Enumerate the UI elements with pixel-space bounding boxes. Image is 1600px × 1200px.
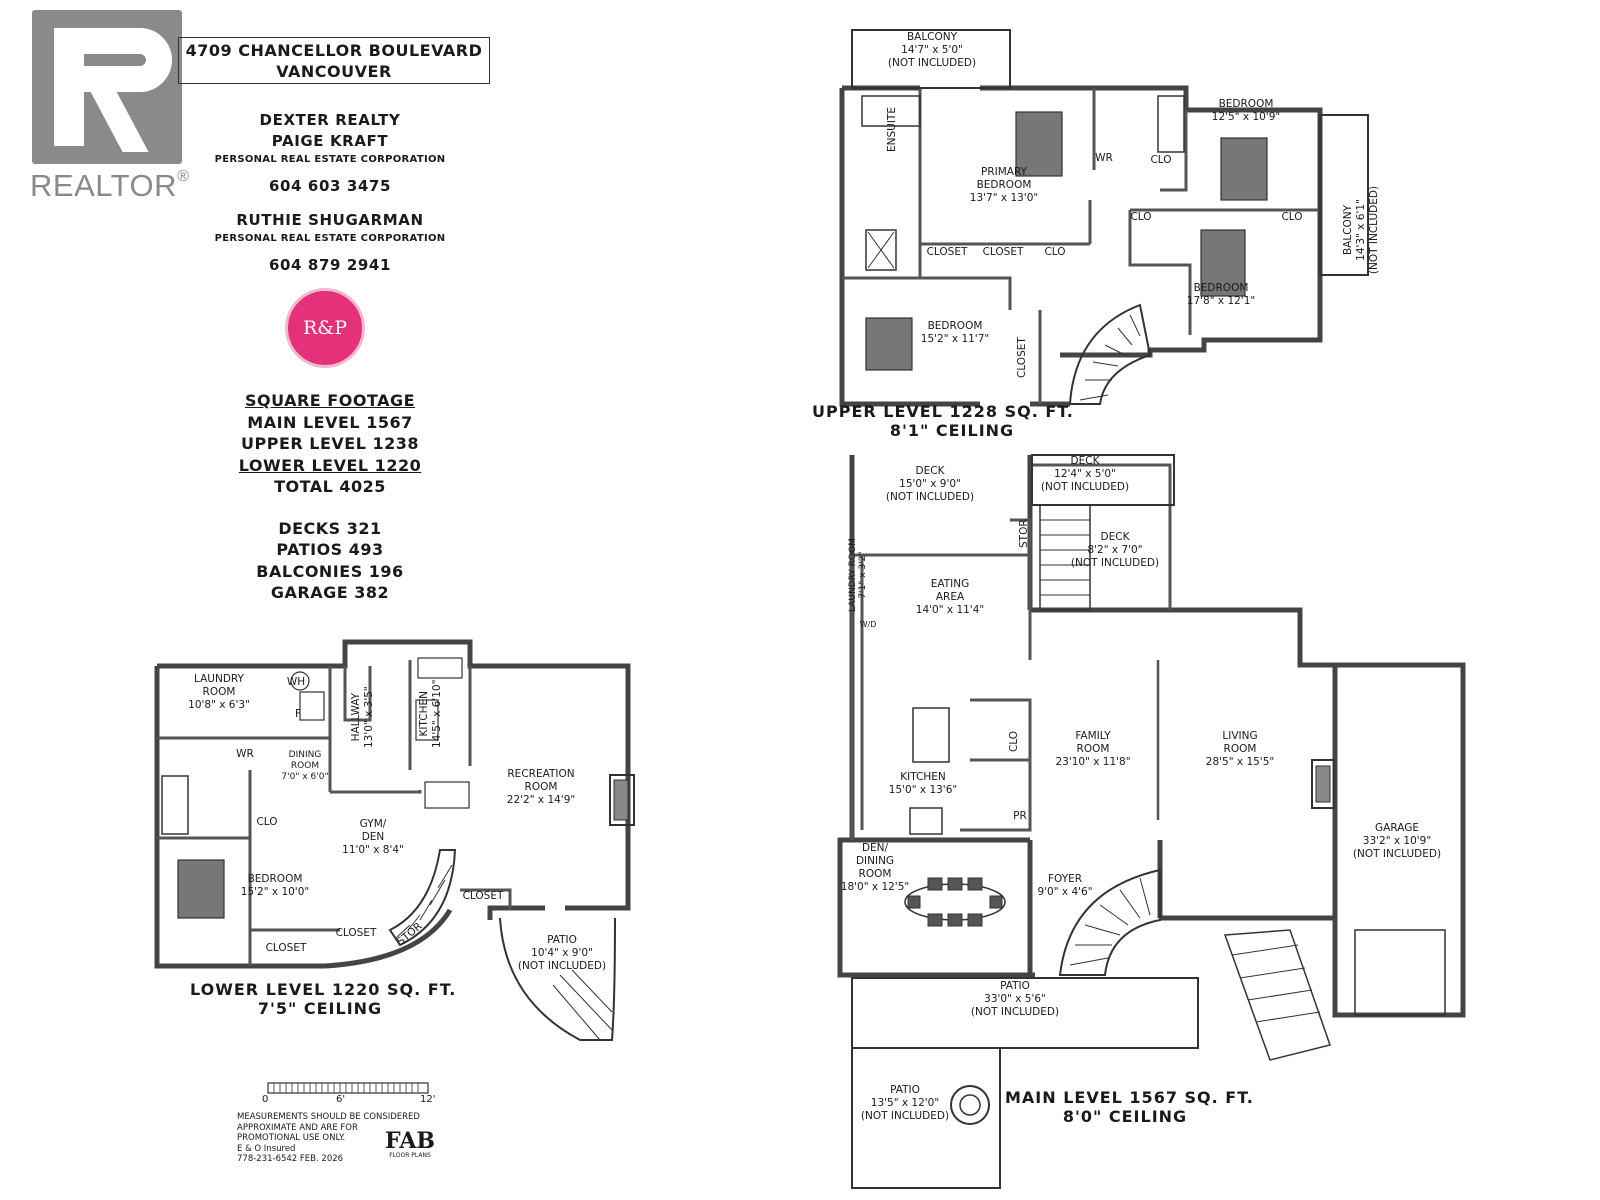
scale-tick-12: 12' [420,1094,436,1105]
main-clo-label: CLO [1008,730,1020,752]
disclaimer: MEASUREMENTS SHOULD BE CONSIDERED APPROX… [237,1112,420,1164]
scale-tick-0: 0 [262,1094,269,1105]
sqft-upper: UPPER LEVEL 1238 [241,434,419,453]
rp-badge-text: R&P [302,317,347,339]
main-level-title: MAIN LEVEL 1567 SQ. FT. 8'0" CEILING [1005,1088,1254,1126]
rp-badge-icon: R&P [285,288,365,368]
fab-logo-text: FAB [385,1128,435,1154]
water-heater-label: WH [286,676,306,688]
registered-mark: ® [177,168,190,185]
agent1-phone: 604 603 3475 [268,177,391,195]
sqft-decks: DECKS 321 [278,518,382,538]
main-level-interior [850,463,1172,840]
upper-clo-1-label: CLO [1150,154,1172,166]
lower-level-interior [157,660,512,966]
agent2-name: RUTHIE SHUGARMAN [236,211,424,229]
fab-logo: FAB FLOOR PLANS [380,1130,440,1159]
scale-bar: 0 6' 12' [262,1094,442,1108]
lower-level-title: LOWER LEVEL 1220 SQ. FT. 7'5" CEILING [190,980,457,1018]
upper-wr-label: WR [1095,152,1113,164]
lower-level-walls [154,639,631,969]
main-stor-label: STOR [1018,519,1030,548]
sqft-total: TOTAL 4025 [274,477,386,496]
upper-clo-3-label: CLO [1281,211,1303,223]
lower-clo-label: CLO [256,816,278,828]
realtor-logo: REALTOR® [30,10,190,203]
main-patio-2 [851,1047,1001,1189]
agent1-name: PAIGE KRAFT [271,132,389,150]
sqft-lower: LOWER LEVEL 1220 [238,455,422,475]
address-line1: 4709 CHANCELLOR BOULEVARD [185,41,483,60]
main-pr-label: PR [1013,810,1027,822]
main-deck-top [1031,454,1175,506]
realtor-text: REALTOR [30,168,178,203]
lower-closet-3-label: CLOSET [462,890,504,902]
upper-closet-2-label: CLOSET [982,246,1024,258]
sqft-balconies: BALCONIES 196 [256,561,404,581]
agent1-corp: PERSONAL REAL ESTATE CORPORATION [214,154,446,165]
lower-closet-2-label: CLOSET [335,927,377,939]
sqft-title: SQUARE FOOTAGE [244,391,416,410]
upper-level-title: UPPER LEVEL 1228 SQ. FT. 8'1" CEILING [812,402,1074,440]
upper-closet-3-label: CLOSET [1016,337,1028,378]
upper-clo-4-label: CLO [1044,246,1066,258]
upper-clo-2-label: CLO [1130,211,1152,223]
sqft-garage: GARAGE 382 [270,583,390,602]
main-patio [851,977,1199,1049]
sqft-patios: PATIOS 493 [276,540,384,559]
agent-info: DEXTER REALTY PAIGE KRAFT PERSONAL REAL … [200,110,460,279]
agent2-phone: 604 879 2941 [268,256,391,274]
furnace-label: F [294,708,302,720]
lower-closet-1-label: CLOSET [265,942,307,954]
scale-tick-6: 6' [336,1094,346,1105]
company-name: DEXTER REALTY [259,111,401,129]
upper-closet-1-label: CLOSET [926,246,968,258]
address-box: 4709 CHANCELLOR BOULEVARD VANCOUVER [178,37,490,84]
address-line2: VANCOUVER [276,62,392,81]
agent2-corp: PERSONAL REAL ESTATE CORPORATION [214,233,446,244]
lower-wr-label: WR [236,748,254,760]
main-wd-label: W/D [859,620,877,629]
realtor-r-icon [32,10,182,164]
ensuite-label: ENSUITE [886,107,898,152]
sqft-main: MAIN LEVEL 1567 [247,412,413,432]
upper-balcony-right [1319,114,1369,276]
upper-balcony-top [851,29,1011,89]
square-footage-block: SQUARE FOOTAGE MAIN LEVEL 1567 UPPER LEV… [220,390,440,604]
fab-logo-sub: FLOOR PLANS [389,1152,431,1159]
